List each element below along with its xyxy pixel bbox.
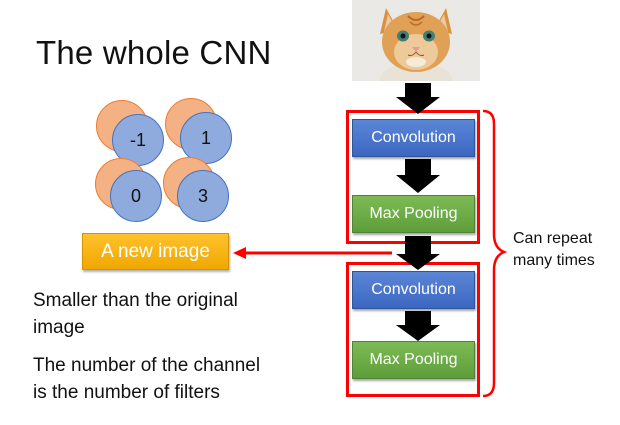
convolution-step-1: Convolution [352,119,475,157]
convolution-step-2: Convolution [352,271,475,309]
new-image-label: A new image [82,233,229,270]
red-left-arrow-icon [233,247,392,259]
slide-title: The whole CNN [36,34,272,71]
feature-map-value: 3 [177,170,229,222]
repeat-annotation: Can repeat many times [513,230,595,269]
down-arrow-icon [396,83,440,114]
input-cat-image [352,0,480,81]
note-smaller-than-original: Smaller than the original image [33,290,238,338]
note-channels-equal-filters: The number of the channel is the number … [33,355,261,403]
down-arrow-icon [396,159,440,193]
max-pooling-step-2: Max Pooling [352,341,475,379]
max-pooling-step-1: Max Pooling [352,195,475,233]
down-arrow-icon [396,236,440,270]
cat-icon [352,0,480,81]
feature-map-value: 0 [110,170,162,222]
down-arrow-icon [396,311,440,341]
curly-brace-icon [482,109,508,398]
